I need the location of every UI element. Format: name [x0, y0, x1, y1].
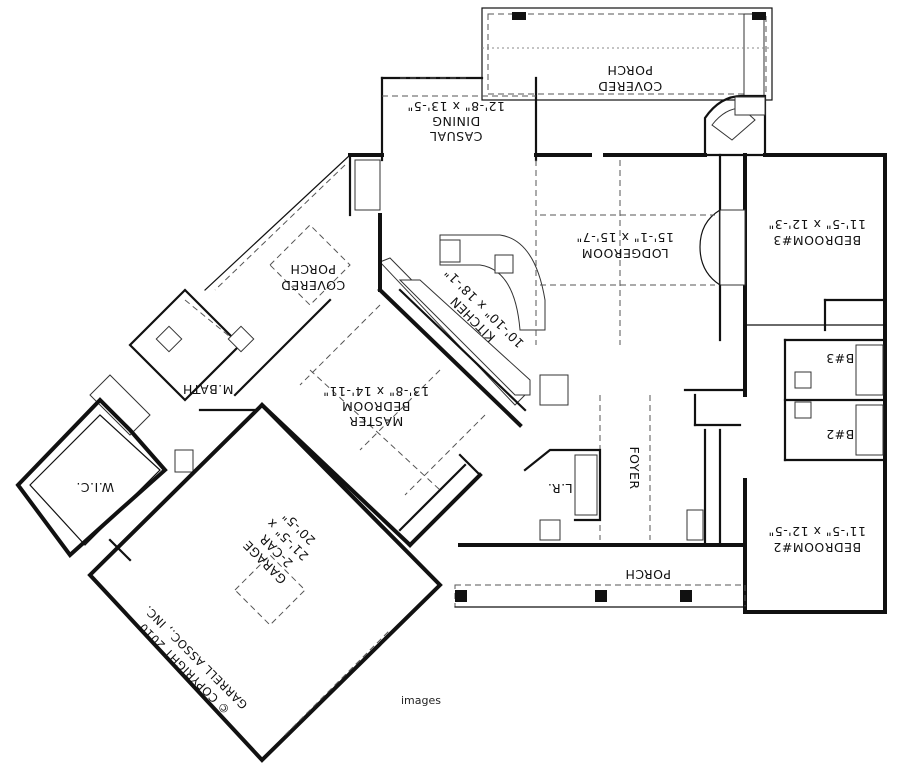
bedroom3-label: BEDROOM#3: [773, 233, 861, 248]
bath2-label: B#2: [826, 427, 855, 442]
bath3-label: B#3: [826, 351, 855, 366]
wic-label: W.I.C.: [76, 480, 114, 495]
images-watermark: images: [401, 694, 441, 707]
master-bedroom-size: 13'-8" x 14'-11": [323, 384, 429, 399]
mbath-label: M.BATH: [183, 382, 234, 397]
foyer-label: FOYER: [627, 446, 642, 489]
casual-dining-label: CASUAL: [430, 129, 483, 144]
master-bedroom-label: MASTER: [349, 414, 404, 429]
fireplace-porch: [703, 94, 767, 157]
lodgeroom-label: LODGEROOM: [581, 246, 668, 261]
bedroom2-size: 11'-5" x 12'-5": [768, 524, 866, 539]
porch-label: PORCH: [625, 567, 671, 582]
casual-dining: [380, 76, 538, 162]
bedroom3-size: 11'-5" x 12'-3": [768, 217, 866, 232]
covered-porch-left-label-2: PORCH: [290, 262, 336, 277]
casual-dining-size: 12'-8" x 13'-5": [407, 99, 505, 114]
casual-dining-label-2: DINING: [432, 114, 480, 129]
covered-porch-top-label-2: PORCH: [607, 63, 653, 78]
lodgeroom-size: 15'-1" x 15'-7": [576, 230, 674, 245]
copyright-label: © COPYRIGHT 2010: [136, 620, 233, 717]
room-labels: COVERED PORCH CASUAL DINING 12'-8" x 13'…: [76, 63, 866, 717]
left-wing: [15, 153, 527, 763]
laundry-label: L.R.: [547, 481, 572, 496]
covered-porch-left-label: COVERED: [281, 278, 346, 293]
main-walls: [348, 153, 887, 614]
covered-porch-top-label: COVERED: [598, 79, 663, 94]
bedroom2-label: BEDROOM#2: [773, 540, 861, 555]
master-bedroom-label-2: BEDROOM: [342, 399, 411, 414]
copyright-company: GARRELL ASSOC., INC.: [141, 603, 250, 712]
